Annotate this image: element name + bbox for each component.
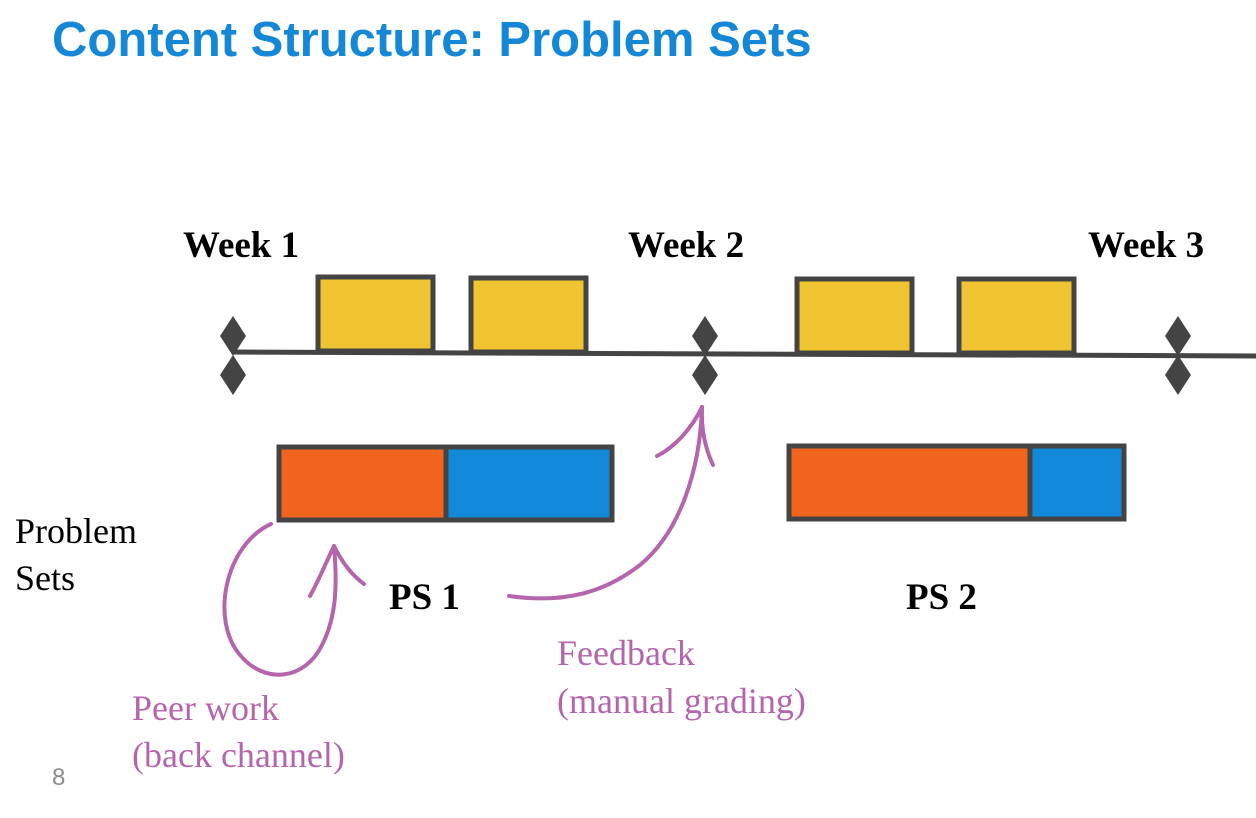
ps1-orange-segment <box>276 444 449 523</box>
week-marker-1 <box>220 316 246 395</box>
ps2-blue-segment <box>1027 443 1127 522</box>
problem-sets-row-label-line1: Problem <box>15 511 137 551</box>
week-marker-3 <box>1165 316 1191 395</box>
feedback-annotation-line2: (manual grading) <box>557 681 806 721</box>
week-marker-1-upper-diamond <box>220 316 246 356</box>
peer-work-arrow-loop <box>222 522 338 677</box>
ps2-label: PS 2 <box>906 577 977 618</box>
week-marker-3-upper-diamond <box>1165 316 1191 356</box>
ps1-blue-segment <box>443 444 615 523</box>
feedback-arrow-curve <box>507 405 704 601</box>
week-marker-3-lower-diamond <box>1165 355 1191 395</box>
ps2-bar <box>786 443 1127 522</box>
feedback-arrow-head-left <box>655 405 704 458</box>
ps1-label: PS 1 <box>389 577 460 618</box>
slide-title: Content Structure: Problem Sets <box>52 13 812 67</box>
lecture-block-week1-2 <box>468 275 589 355</box>
peer-work-annotation-line2: (back channel) <box>132 735 345 775</box>
peer-work-arrow-head-right <box>332 544 366 586</box>
feedback-arrow <box>507 405 715 601</box>
lecture-block-week2-1 <box>794 276 915 356</box>
week-marker-2-upper-diamond <box>692 316 718 356</box>
feedback-annotation-line1: Feedback <box>557 633 695 673</box>
page-number: 8 <box>52 764 66 791</box>
lecture-block-week1-1 <box>315 274 436 354</box>
week-label-1: Week 1 <box>183 225 299 266</box>
week-marker-2 <box>692 316 718 395</box>
ps2-orange-segment <box>786 443 1033 522</box>
peer-work-arrow <box>222 522 366 677</box>
week-marker-2-lower-diamond <box>692 355 718 395</box>
peer-work-annotation-line1: Peer work <box>132 688 279 728</box>
problem-sets-row-label-line2: Sets <box>15 558 75 598</box>
ps1-bar <box>276 444 615 523</box>
week-label-2: Week 2 <box>628 225 744 266</box>
week-label-3: Week 3 <box>1088 225 1204 266</box>
peer-work-arrow-head-left <box>308 544 336 598</box>
week-marker-1-lower-diamond <box>220 355 246 395</box>
feedback-arrow-head-right <box>699 405 715 467</box>
lecture-block-week2-2 <box>956 276 1077 356</box>
